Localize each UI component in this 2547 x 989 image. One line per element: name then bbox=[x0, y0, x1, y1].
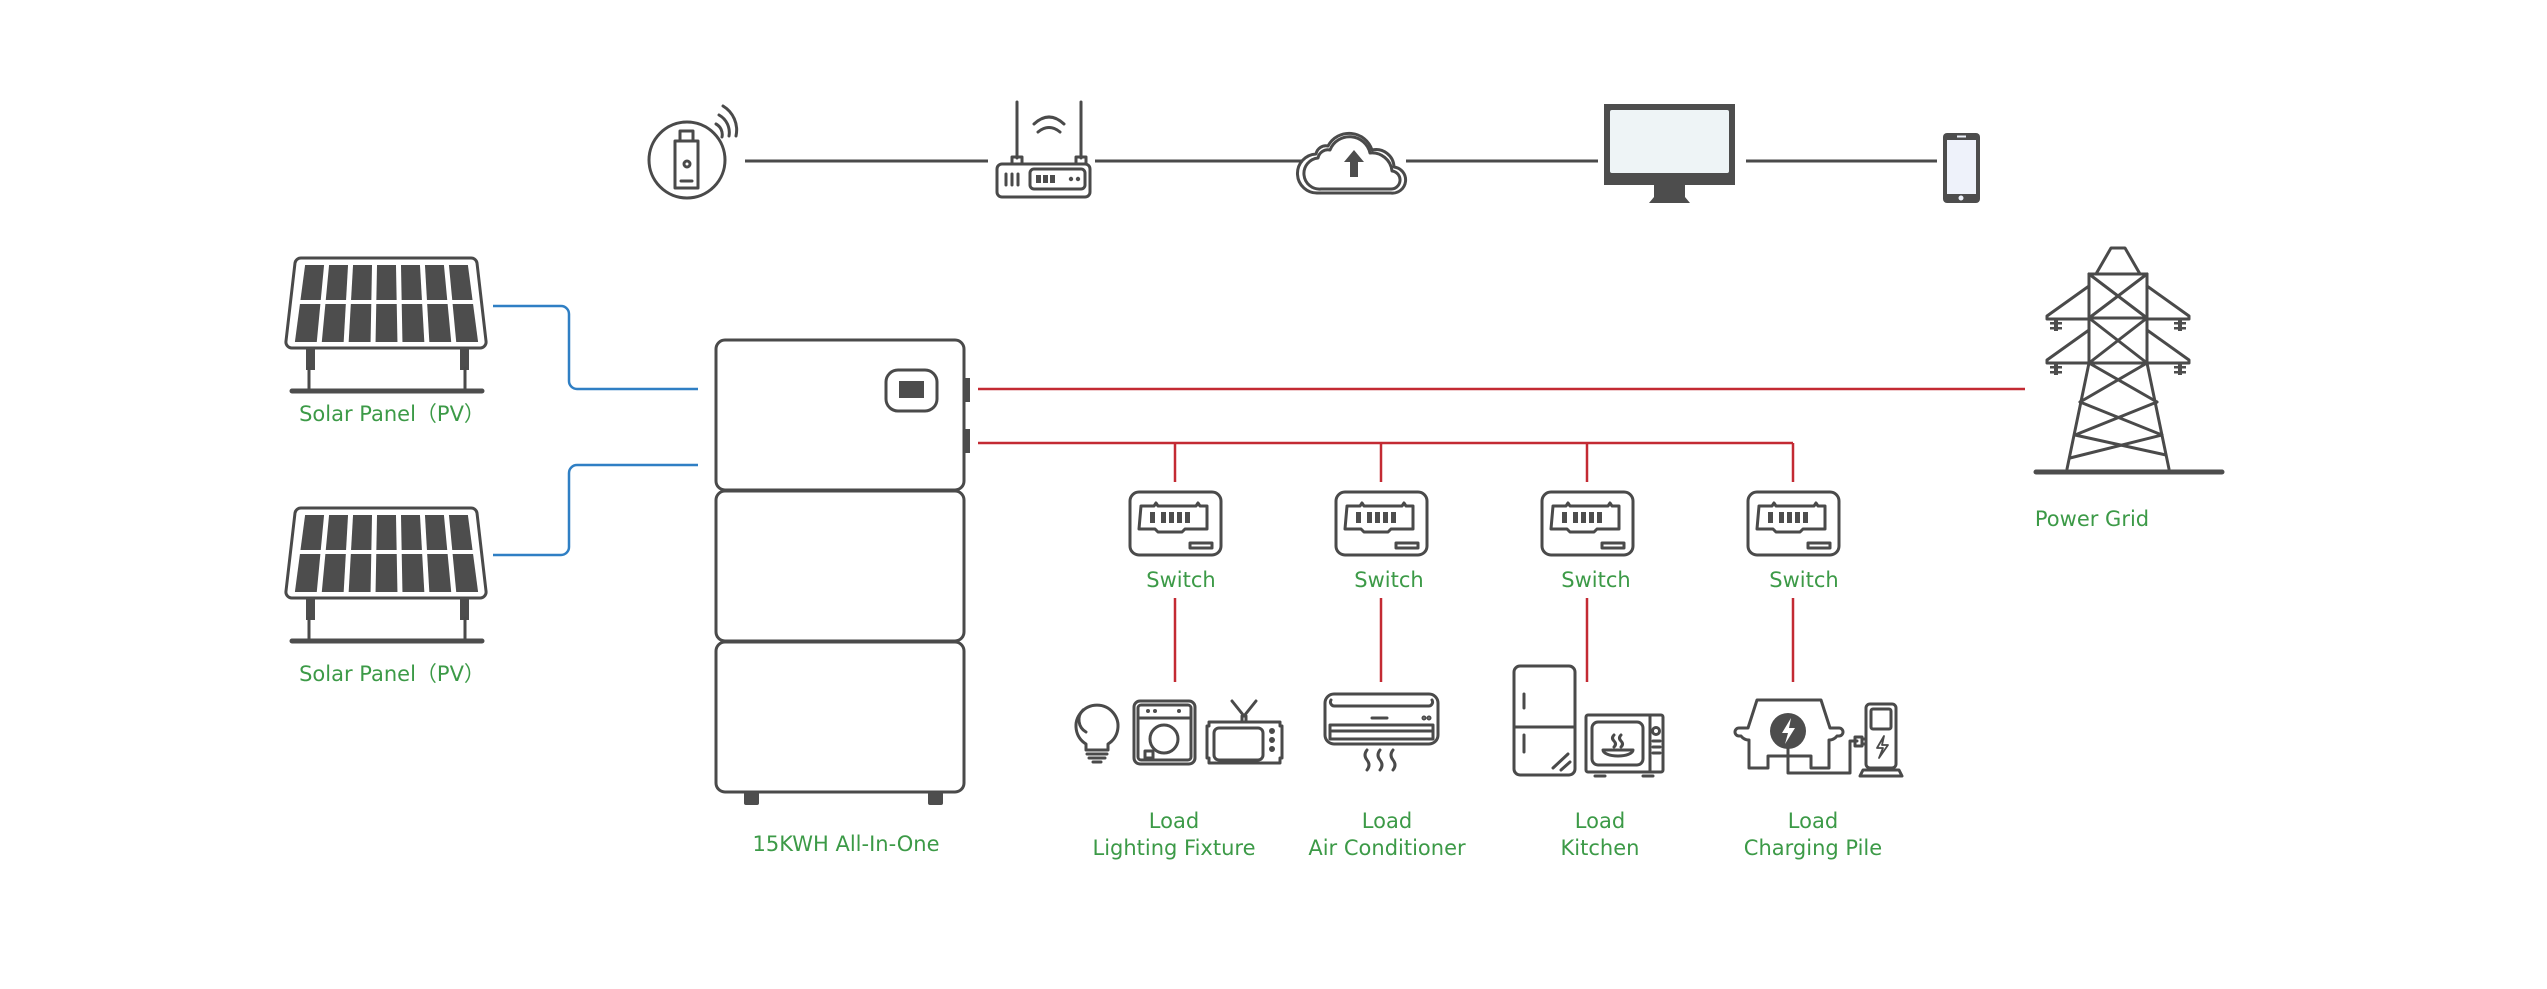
switch-label-4: Switch bbox=[1769, 567, 1838, 594]
load-label-1-name: Lighting Fixture bbox=[1092, 835, 1255, 862]
solar-cell bbox=[376, 554, 398, 592]
solar-cell bbox=[449, 265, 473, 300]
solar-cell bbox=[351, 515, 372, 550]
port-load bbox=[964, 429, 970, 453]
solar-cell bbox=[453, 554, 478, 592]
solar-cell bbox=[300, 515, 324, 550]
solar-cell bbox=[425, 515, 447, 550]
load-label-4: Load Charging Pile bbox=[1744, 808, 1882, 862]
load-label-2-title: Load bbox=[1308, 808, 1465, 835]
load-label-4-title: Load bbox=[1744, 808, 1882, 835]
battery-foot-left bbox=[744, 792, 759, 805]
solar-cell bbox=[326, 515, 348, 550]
solar-cell bbox=[449, 515, 473, 550]
solar-panel-1 bbox=[286, 258, 486, 391]
switch-icon bbox=[1130, 492, 1221, 555]
transmission-tower-icon bbox=[2036, 248, 2222, 472]
solar-cell bbox=[349, 554, 372, 592]
solar-cell bbox=[322, 554, 346, 592]
switch-label-3: Switch bbox=[1561, 567, 1630, 594]
battery-module-1 bbox=[716, 340, 964, 490]
solar-cell bbox=[376, 265, 396, 300]
solar-cell bbox=[376, 304, 398, 342]
refrigerator-icon bbox=[1514, 666, 1575, 775]
load-label-3-title: Load bbox=[1561, 808, 1640, 835]
solar-cell bbox=[427, 554, 451, 592]
solar-cell bbox=[326, 265, 348, 300]
load-label-2: Load Air Conditioner bbox=[1308, 808, 1465, 862]
pv-wire-1 bbox=[493, 306, 698, 389]
load-charging-icons bbox=[1735, 700, 1902, 776]
communication-chain bbox=[649, 102, 1980, 203]
router-icon bbox=[997, 102, 1090, 197]
port-grid bbox=[964, 378, 970, 402]
load-label-1: Load Lighting Fixture bbox=[1092, 808, 1255, 862]
solar-cell bbox=[322, 304, 346, 342]
load-label-2-name: Air Conditioner bbox=[1308, 835, 1465, 862]
power-grid-label: Power Grid bbox=[2035, 506, 2149, 533]
switch-icon bbox=[1336, 492, 1427, 555]
load-label-3: Load Kitchen bbox=[1561, 808, 1640, 862]
battery-module-2 bbox=[716, 491, 964, 641]
solar-cell bbox=[402, 554, 425, 592]
solar-cell bbox=[402, 304, 425, 342]
switch-row bbox=[1130, 492, 1839, 555]
load-kitchen-icons bbox=[1514, 666, 1663, 776]
solar-cell bbox=[401, 515, 422, 550]
tv-icon bbox=[1207, 701, 1282, 763]
load-lighting-icons bbox=[1076, 701, 1282, 764]
load-ac-icons bbox=[1325, 694, 1438, 770]
pv-wire-2 bbox=[493, 465, 698, 555]
air-conditioner-icon bbox=[1325, 694, 1438, 770]
switch-icon bbox=[1748, 492, 1839, 555]
branch-wires bbox=[1175, 443, 1793, 682]
ev-charger-icon bbox=[1860, 704, 1902, 776]
light-bulb-icon bbox=[1076, 705, 1118, 762]
solar-cell bbox=[351, 265, 372, 300]
solar-cell bbox=[376, 515, 396, 550]
battery-module-3 bbox=[716, 642, 964, 792]
cloud-upload-icon bbox=[1297, 133, 1405, 193]
wifi-dongle-icon bbox=[649, 106, 737, 198]
electric-car-icon bbox=[1735, 700, 1866, 773]
solar-cell bbox=[295, 554, 320, 592]
microwave-icon bbox=[1586, 715, 1663, 776]
solar-panel-2 bbox=[286, 508, 486, 641]
battery-label: 15KWH All-In-One bbox=[752, 831, 939, 858]
battery-stack-icon bbox=[716, 340, 970, 805]
solar-panel-icon bbox=[286, 508, 486, 641]
switch-label-1: Switch bbox=[1146, 567, 1215, 594]
smartphone-icon bbox=[1943, 133, 1980, 203]
pv2-label: Solar Panel（PV） bbox=[299, 661, 485, 688]
solar-cell bbox=[300, 265, 324, 300]
switch-icon bbox=[1542, 492, 1633, 555]
battery-foot-right bbox=[928, 792, 943, 805]
solar-cell bbox=[349, 304, 372, 342]
solar-cell bbox=[401, 265, 422, 300]
load-label-3-name: Kitchen bbox=[1561, 835, 1640, 862]
solar-cell bbox=[425, 265, 447, 300]
solar-cell bbox=[295, 304, 320, 342]
load-label-4-name: Charging Pile bbox=[1744, 835, 1882, 862]
solar-cell bbox=[427, 304, 451, 342]
solar-cell bbox=[453, 304, 478, 342]
pv1-label: Solar Panel（PV） bbox=[299, 401, 485, 428]
solar-panel-icon bbox=[286, 258, 486, 391]
switch-label-2: Switch bbox=[1354, 567, 1423, 594]
display-screen bbox=[899, 381, 924, 398]
monitor-icon bbox=[1604, 104, 1735, 203]
washing-machine-icon bbox=[1134, 701, 1195, 764]
load-label-1-title: Load bbox=[1092, 808, 1255, 835]
